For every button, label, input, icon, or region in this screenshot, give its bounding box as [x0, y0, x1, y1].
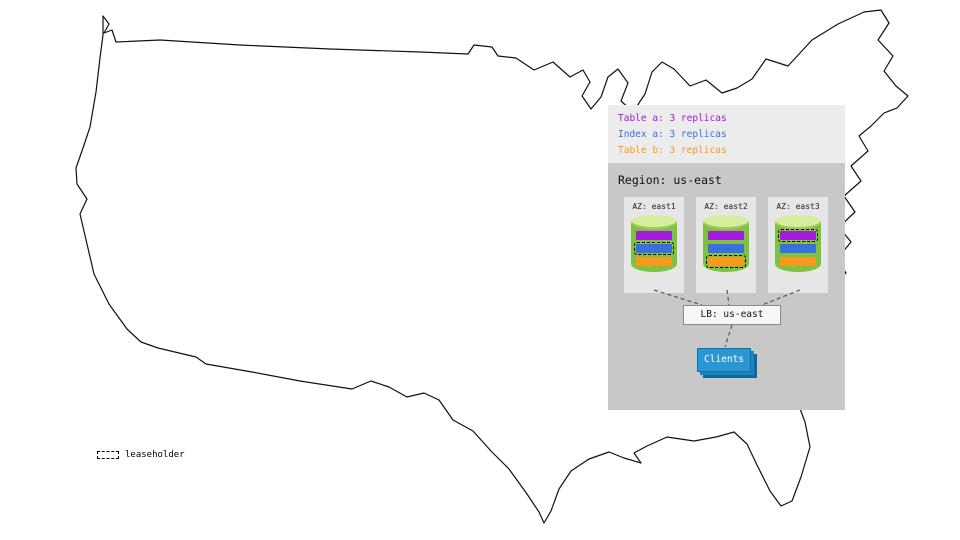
leaseholder-swatch-icon: [97, 451, 119, 459]
replica-legend: Table a: 3 replicas Index a: 3 replicas …: [608, 105, 845, 163]
az-box-east3: AZ: east3: [768, 197, 828, 293]
az-row: AZ: east1 AZ: east2: [608, 197, 845, 293]
replica-bar-index-a: [708, 244, 744, 253]
replica-bar-table-b: [636, 257, 672, 266]
replica-bar-index-a: [780, 244, 816, 253]
clients-box: Clients: [697, 348, 751, 372]
replica-bar-table-b: [705, 254, 747, 269]
db-cylinder: [703, 215, 749, 272]
replica-bar-table-a: [777, 228, 819, 243]
region-title: Region: us-east: [618, 173, 722, 187]
legend-table-a: Table a: 3 replicas: [618, 113, 727, 124]
replica-bar-index-a: [633, 241, 675, 256]
region-box: Region: us-east AZ: east1 AZ: east2: [608, 163, 845, 410]
db-cylinder: [631, 215, 677, 272]
replica-bars: [631, 231, 677, 266]
replica-bars: [703, 231, 749, 269]
az-label: AZ: east1: [632, 202, 676, 211]
replica-bar-table-a: [636, 231, 672, 240]
replica-bar-table-b: [780, 257, 816, 266]
leaseholder-label: leaseholder: [125, 450, 185, 460]
legend-index-a: Index a: 3 replicas: [618, 129, 727, 140]
az-box-east1: AZ: east1: [624, 197, 684, 293]
leaseholder-legend: leaseholder: [97, 450, 185, 460]
replica-bar-table-a: [708, 231, 744, 240]
load-balancer-box: LB: us-east: [683, 305, 781, 325]
topology-panel: Table a: 3 replicas Index a: 3 replicas …: [608, 105, 845, 410]
legend-table-b: Table b: 3 replicas: [618, 145, 727, 156]
az-label: AZ: east2: [704, 202, 748, 211]
az-label: AZ: east3: [776, 202, 820, 211]
replica-bars: [775, 228, 821, 266]
az-box-east2: AZ: east2: [696, 197, 756, 293]
db-cylinder: [775, 215, 821, 272]
